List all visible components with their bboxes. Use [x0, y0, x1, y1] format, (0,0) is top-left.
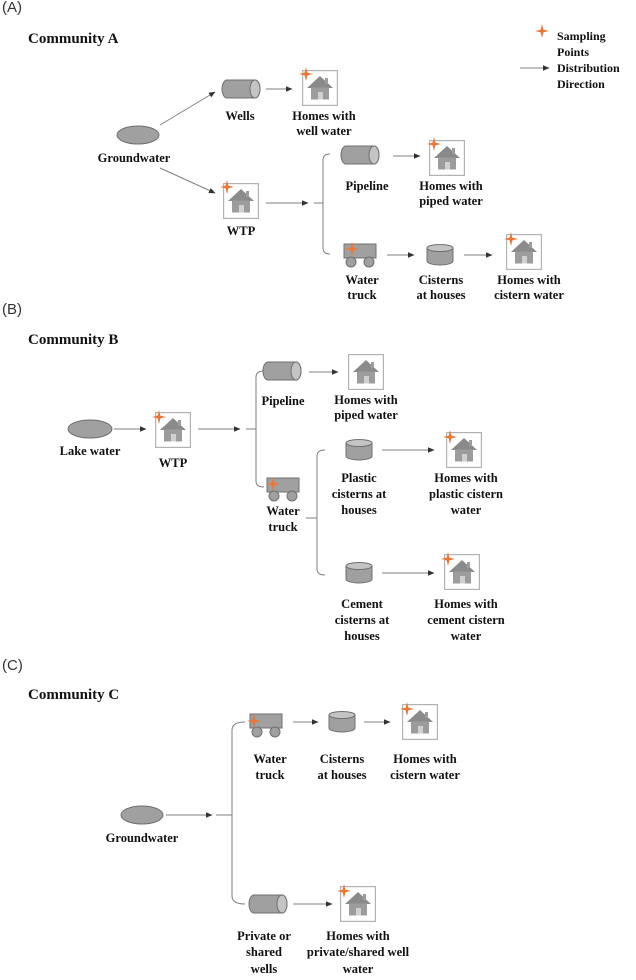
- water-truck-label-2: truck: [255, 768, 284, 782]
- homes-piped-label-2: piped water: [334, 408, 398, 422]
- pipeline-icon: [262, 361, 302, 381]
- groundwater-icon: [116, 125, 160, 145]
- cement-cisterns-label-1: Cement: [341, 597, 383, 611]
- panel-label-b: (B): [2, 301, 22, 318]
- groundwater-icon: [120, 805, 164, 825]
- water-truck-label-1: Water: [253, 752, 287, 766]
- water-truck-icon: [266, 477, 300, 502]
- cistern-icon: [328, 711, 356, 733]
- private-wells-label-1: Private or: [237, 929, 291, 943]
- pipeline-icon: [340, 145, 380, 165]
- lake-water-label: Lake water: [60, 444, 121, 458]
- homes-private-label-1: Homes with: [326, 929, 390, 943]
- arrow-groundwater-wells: [159, 91, 216, 126]
- cisterns-label-2: at houses: [417, 288, 466, 302]
- panel-label-a: (A): [2, 0, 22, 16]
- water-truck-label-2: truck: [268, 520, 297, 534]
- homes-well-label-2: well water: [296, 124, 352, 138]
- homes-cistern-label-2: cistern water: [390, 768, 460, 782]
- sampling-point-icon: [535, 24, 549, 38]
- legend-sampling-line2: Points: [557, 45, 589, 59]
- pipeline-label: Pipeline: [345, 179, 389, 193]
- legend: Sampling Points Distribution Direction: [520, 24, 620, 91]
- water-truck-label-2: truck: [347, 288, 376, 302]
- panel-label-c: (C): [2, 657, 23, 674]
- homes-well-label-1: Homes with: [292, 109, 356, 123]
- cement-cisterns-label-3: houses: [344, 629, 380, 643]
- homes-cement-label-1: Homes with: [434, 597, 498, 611]
- homes-piped-label-2: piped water: [419, 194, 483, 208]
- groundwater-label: Groundwater: [106, 831, 179, 845]
- plastic-cisterns-label-1: Plastic: [341, 471, 377, 485]
- water-truck-label-1: Water: [266, 504, 300, 518]
- branch-bracket: [255, 370, 265, 488]
- panel-a: (A) Community A Sampling Points Distribu…: [2, 0, 620, 302]
- homes-plastic-label-1: Homes with: [434, 471, 498, 485]
- wells-icon: [221, 79, 261, 99]
- cisterns-label-1: Cisterns: [320, 752, 365, 766]
- plastic-cisterns-label-3: houses: [341, 503, 377, 517]
- homes-cistern-label-1: Homes with: [393, 752, 457, 766]
- home-icon: [348, 354, 384, 390]
- wtp-label: WTP: [159, 456, 188, 470]
- lake-water-icon: [67, 419, 113, 439]
- homes-cement-label-2: cement cistern: [427, 613, 504, 627]
- legend-distribution-line2: Direction: [557, 77, 605, 91]
- cement-cistern-icon: [345, 562, 373, 584]
- homes-piped-label-1: Homes with: [419, 179, 483, 193]
- cement-cisterns-label-2: cisterns at: [335, 613, 390, 627]
- panel-b: (B) Community B Lake water WTP Pipeline …: [2, 301, 505, 643]
- panel-c: (C) Community C Groundwater Water truck …: [2, 657, 460, 976]
- water-truck-label-1: Water: [345, 273, 379, 287]
- branch-bracket: [322, 153, 331, 255]
- homes-cistern-label-1: Homes with: [497, 273, 561, 287]
- legend-sampling-line1: Sampling: [557, 29, 606, 43]
- homes-plastic-label-2: plastic cistern: [429, 487, 503, 501]
- home-icon: [302, 70, 338, 106]
- wtp-icon: [223, 183, 259, 219]
- homes-piped-label-1: Homes with: [334, 393, 398, 407]
- community-b-title: Community B: [28, 332, 118, 348]
- homes-cistern-label-2: cistern water: [494, 288, 564, 302]
- pipeline-label: Pipeline: [261, 394, 305, 408]
- arrow-groundwater-wtp: [159, 167, 216, 194]
- groundwater-label: Groundwater: [98, 151, 171, 165]
- branch-bracket: [231, 721, 246, 905]
- homes-plastic-label-3: water: [451, 503, 482, 517]
- homes-private-label-2: private/shared well: [307, 945, 410, 959]
- private-wells-icon: [248, 894, 288, 914]
- water-truck-icon: [343, 243, 377, 268]
- wells-label: Wells: [225, 109, 254, 123]
- private-wells-label-2: shared: [246, 945, 282, 959]
- community-a-title: Community A: [28, 31, 119, 47]
- legend-distribution-line1: Distribution: [557, 61, 620, 75]
- plastic-cisterns-label-2: cisterns at: [332, 487, 387, 501]
- private-wells-label-3: wells: [251, 962, 278, 976]
- wtp-label: WTP: [227, 224, 256, 238]
- branch-bracket: [316, 449, 326, 576]
- plastic-cistern-icon: [345, 439, 373, 461]
- cistern-icon: [426, 244, 454, 266]
- homes-private-label-3: water: [343, 962, 374, 976]
- cisterns-label-2: at houses: [318, 768, 367, 782]
- community-c-title: Community C: [28, 687, 119, 703]
- cisterns-label-1: Cisterns: [419, 273, 464, 287]
- homes-cement-label-3: water: [451, 629, 482, 643]
